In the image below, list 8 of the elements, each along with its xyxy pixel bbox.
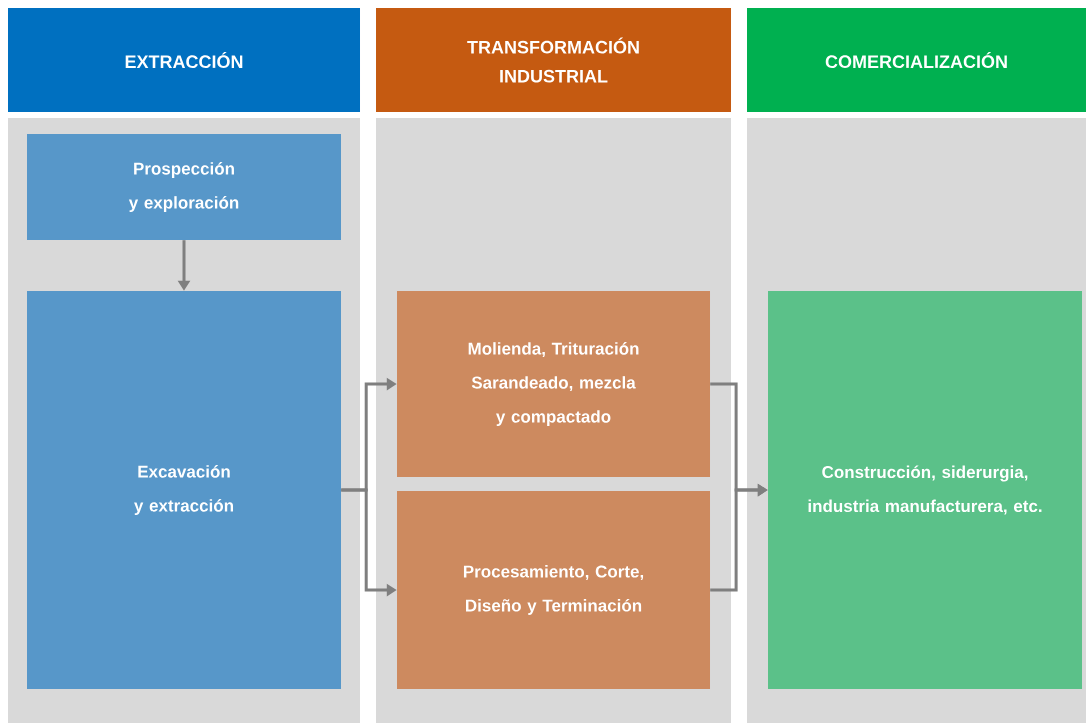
node-label: COMERCIALIZACIÓN [825, 51, 1007, 69]
process-box: Prospección y exploración [27, 134, 341, 240]
process-box: Procesamiento, Corte, Diseño y Terminación [397, 491, 710, 689]
node-label: EXTRACCIÓN [125, 51, 243, 69]
process-box: Construcción, siderurgia, industria manufacturera, etc. [768, 291, 1082, 689]
node-label: TRANSFORMACIÓN INDUSTRIAL [467, 37, 639, 83]
process-box: Molienda, Trituración Sarandeado, mezcla y compactado [397, 291, 710, 477]
process-box: Excavación y extracción [27, 291, 341, 689]
